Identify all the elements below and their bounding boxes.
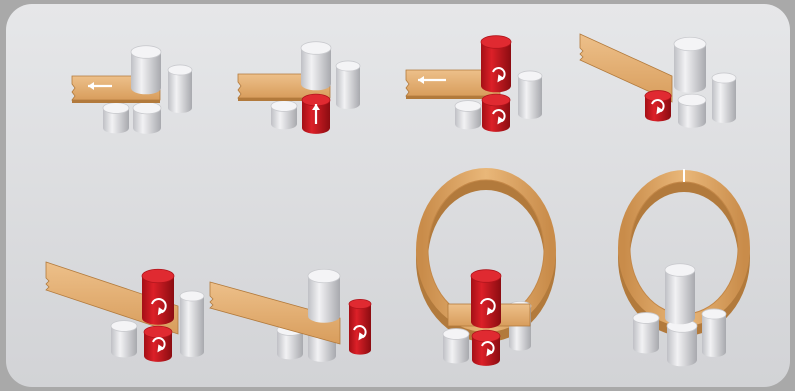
roller-top [301,42,331,91]
roller-lower-back [103,103,129,134]
roller-lower-back [633,313,659,354]
roller-top [131,46,161,95]
roller-lower-back [271,101,297,130]
roller-right [712,73,736,123]
roller-right [518,71,542,119]
roller-lower-front-active [645,91,671,122]
roller-lower-front [667,320,697,367]
roller-top [308,269,340,322]
roller-top [665,264,695,325]
roller-lower-front [133,102,161,134]
roller-lower-front-active [482,94,510,132]
roller-lower-front-active [144,326,172,362]
roller-right [180,291,204,357]
roller-lower-back [678,94,706,128]
roller-right [336,61,360,109]
roller-right [702,309,726,357]
roller-top-active [481,36,511,93]
roller-lower-back [455,101,481,130]
roller-lower-back [443,329,469,364]
roller-lower-back [111,321,137,358]
roller-top-active [142,269,174,324]
roller-top [674,37,706,92]
roller-right [168,65,192,113]
roller-lower-front-active [472,330,500,366]
